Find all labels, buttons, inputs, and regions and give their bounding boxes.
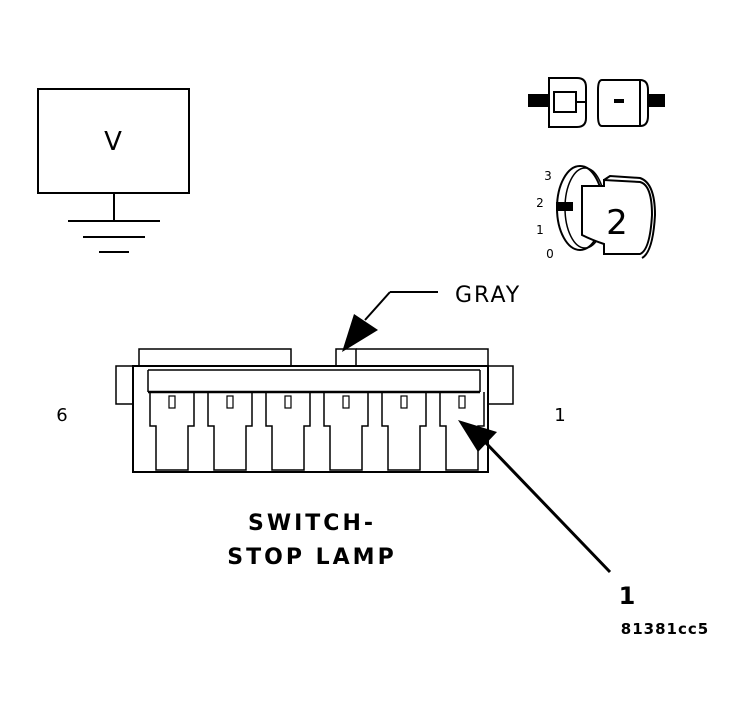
callout-number: 1 bbox=[619, 582, 636, 610]
terminal-slot bbox=[168, 395, 176, 409]
connector-disconnect-icon bbox=[528, 77, 665, 128]
terminal-slot bbox=[400, 395, 408, 409]
ignition-key-icon: 2 bbox=[556, 165, 657, 259]
voltmeter: V bbox=[37, 88, 190, 194]
pin-label-left: 6 bbox=[56, 405, 67, 426]
voltmeter-symbol: V bbox=[104, 127, 122, 157]
terminal-cavity bbox=[439, 392, 485, 471]
ground-symbol bbox=[68, 193, 160, 253]
terminal-cavity bbox=[149, 392, 195, 471]
ignition-position-1: 1 bbox=[536, 223, 544, 237]
terminal-cavity bbox=[381, 392, 427, 471]
ignition-position-0: 0 bbox=[546, 247, 554, 261]
component-name-line2: STOP LAMP bbox=[227, 545, 396, 570]
terminal-slot bbox=[226, 395, 234, 409]
figure-id: 81381cc5 bbox=[621, 620, 709, 638]
terminal-slot bbox=[342, 395, 350, 409]
connector-body bbox=[115, 348, 514, 473]
terminal-cavity bbox=[265, 392, 311, 471]
terminal-slot bbox=[284, 395, 292, 409]
ignition-key-label: 2 bbox=[606, 203, 628, 243]
wire-color-leader bbox=[342, 291, 438, 352]
component-name-line1: SWITCH- bbox=[248, 511, 376, 536]
ignition-position-3: 3 bbox=[544, 169, 552, 183]
callout-arrow bbox=[458, 420, 612, 574]
connector-terminals bbox=[149, 392, 485, 471]
terminal-slot bbox=[458, 395, 466, 409]
terminal-cavity bbox=[323, 392, 369, 471]
pin-label-right: 1 bbox=[554, 405, 565, 426]
wire-color-label: GRAY bbox=[455, 283, 521, 308]
terminal-cavity bbox=[207, 392, 253, 471]
ignition-position-2: 2 bbox=[536, 196, 544, 210]
